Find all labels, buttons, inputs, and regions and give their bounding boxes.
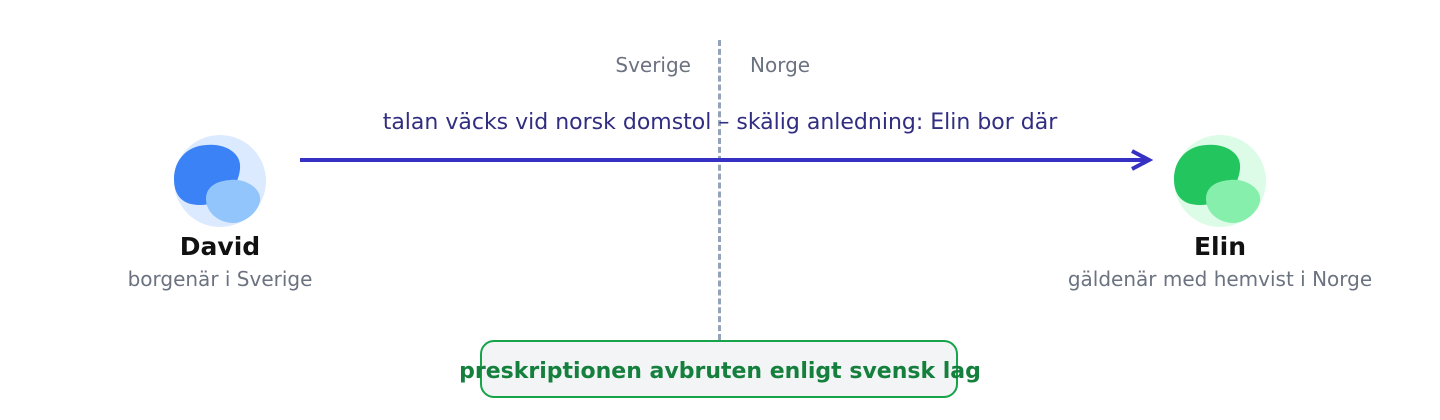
person-icon <box>1174 135 1266 227</box>
result-text: preskriptionen avbruten enligt svensk la… <box>459 359 981 384</box>
result-box <box>480 340 958 398</box>
creditor-role: borgenär i Sverige <box>127 267 313 291</box>
lawsuit-arrow-label: talan väcks vid norsk domstol – skälig a… <box>382 110 1058 135</box>
country-border-line <box>718 40 721 340</box>
country-label-norge: Norge <box>750 53 811 77</box>
lawsuit-arrow-head <box>1131 149 1154 171</box>
debtor-role: gäldenär med hemvist i Norge <box>1067 267 1373 291</box>
creditor-name: David <box>179 232 261 261</box>
person-icon <box>174 135 266 227</box>
debtor-name: Elin <box>1193 232 1246 261</box>
country-label-sverige: Sverige <box>615 53 691 77</box>
